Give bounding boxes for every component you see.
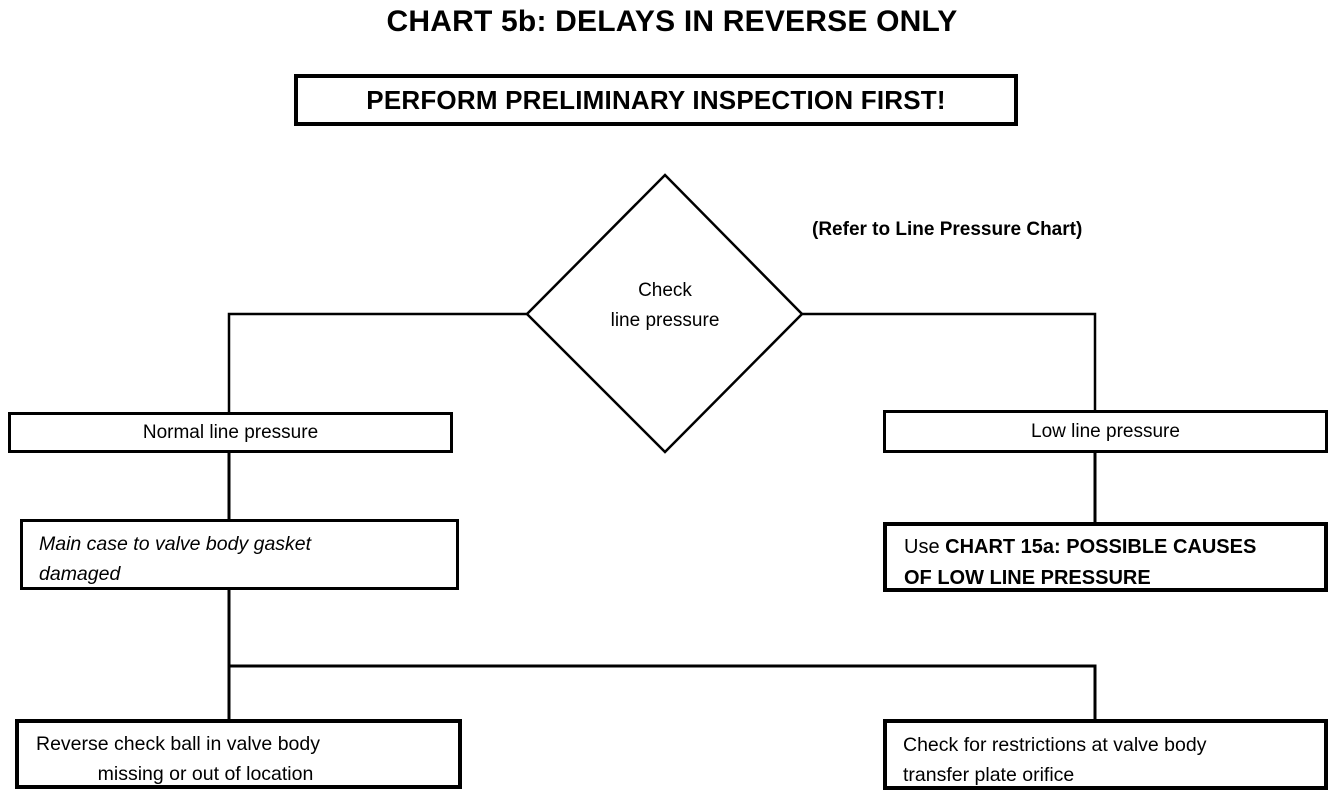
- decision-diamond: [525, 173, 804, 454]
- connector-left-branch: [227, 312, 530, 412]
- transfer-plate-line2: transfer plate orifice: [903, 764, 1075, 786]
- banner-label: PERFORM PRELIMINARY INSPECTION FIRST!: [366, 84, 946, 115]
- use-chart-15a-line1: Use CHART 15a: POSSIBLE CAUSES: [904, 532, 1314, 563]
- decision-label: Check line pressure: [565, 276, 765, 336]
- reverse-check-ball-line1: Reverse check ball in valve body: [36, 733, 320, 755]
- use-chart-15a-prefix: Use: [904, 536, 946, 558]
- transfer-plate-line1: Check for restrictions at valve body: [903, 734, 1207, 756]
- gasket-damaged-line1: Main case to valve body gasket: [39, 533, 312, 555]
- page-title: CHART 5b: DELAYS IN REVERSE ONLY: [386, 5, 958, 38]
- transfer-plate-orifice-box: Check for restrictions at valve body tra…: [883, 719, 1328, 790]
- reverse-check-ball-line2: missing or out of location: [97, 763, 314, 785]
- reverse-check-ball-box: Reverse check ball in valve body missing…: [15, 719, 462, 789]
- gasket-damaged-box: Main case to valve body gasket damaged: [20, 519, 459, 590]
- use-chart-15a-box: Use CHART 15a: POSSIBLE CAUSES OF LOW LI…: [883, 522, 1328, 592]
- use-chart-15a-reference: CHART 15a: POSSIBLE CAUSES: [945, 536, 1257, 558]
- low-line-pressure-box: Low line pressure: [883, 410, 1328, 453]
- low-line-pressure-label: Low line pressure: [1031, 420, 1180, 442]
- line-pressure-chart-annotation: (Refer to Line Pressure Chart): [812, 219, 1083, 240]
- connector-right-branch: [799, 312, 1097, 410]
- use-chart-15a-line2: OF LOW LINE PRESSURE: [904, 567, 1151, 589]
- gasket-damaged-line2: damaged: [39, 563, 121, 585]
- normal-line-pressure-label: Normal line pressure: [142, 421, 319, 443]
- preliminary-inspection-banner: PERFORM PRELIMINARY INSPECTION FIRST!: [294, 74, 1018, 126]
- decision-label-line2: line pressure: [610, 310, 720, 331]
- normal-line-pressure-box: Normal line pressure: [8, 412, 453, 453]
- decision-label-line1: Check: [638, 280, 692, 301]
